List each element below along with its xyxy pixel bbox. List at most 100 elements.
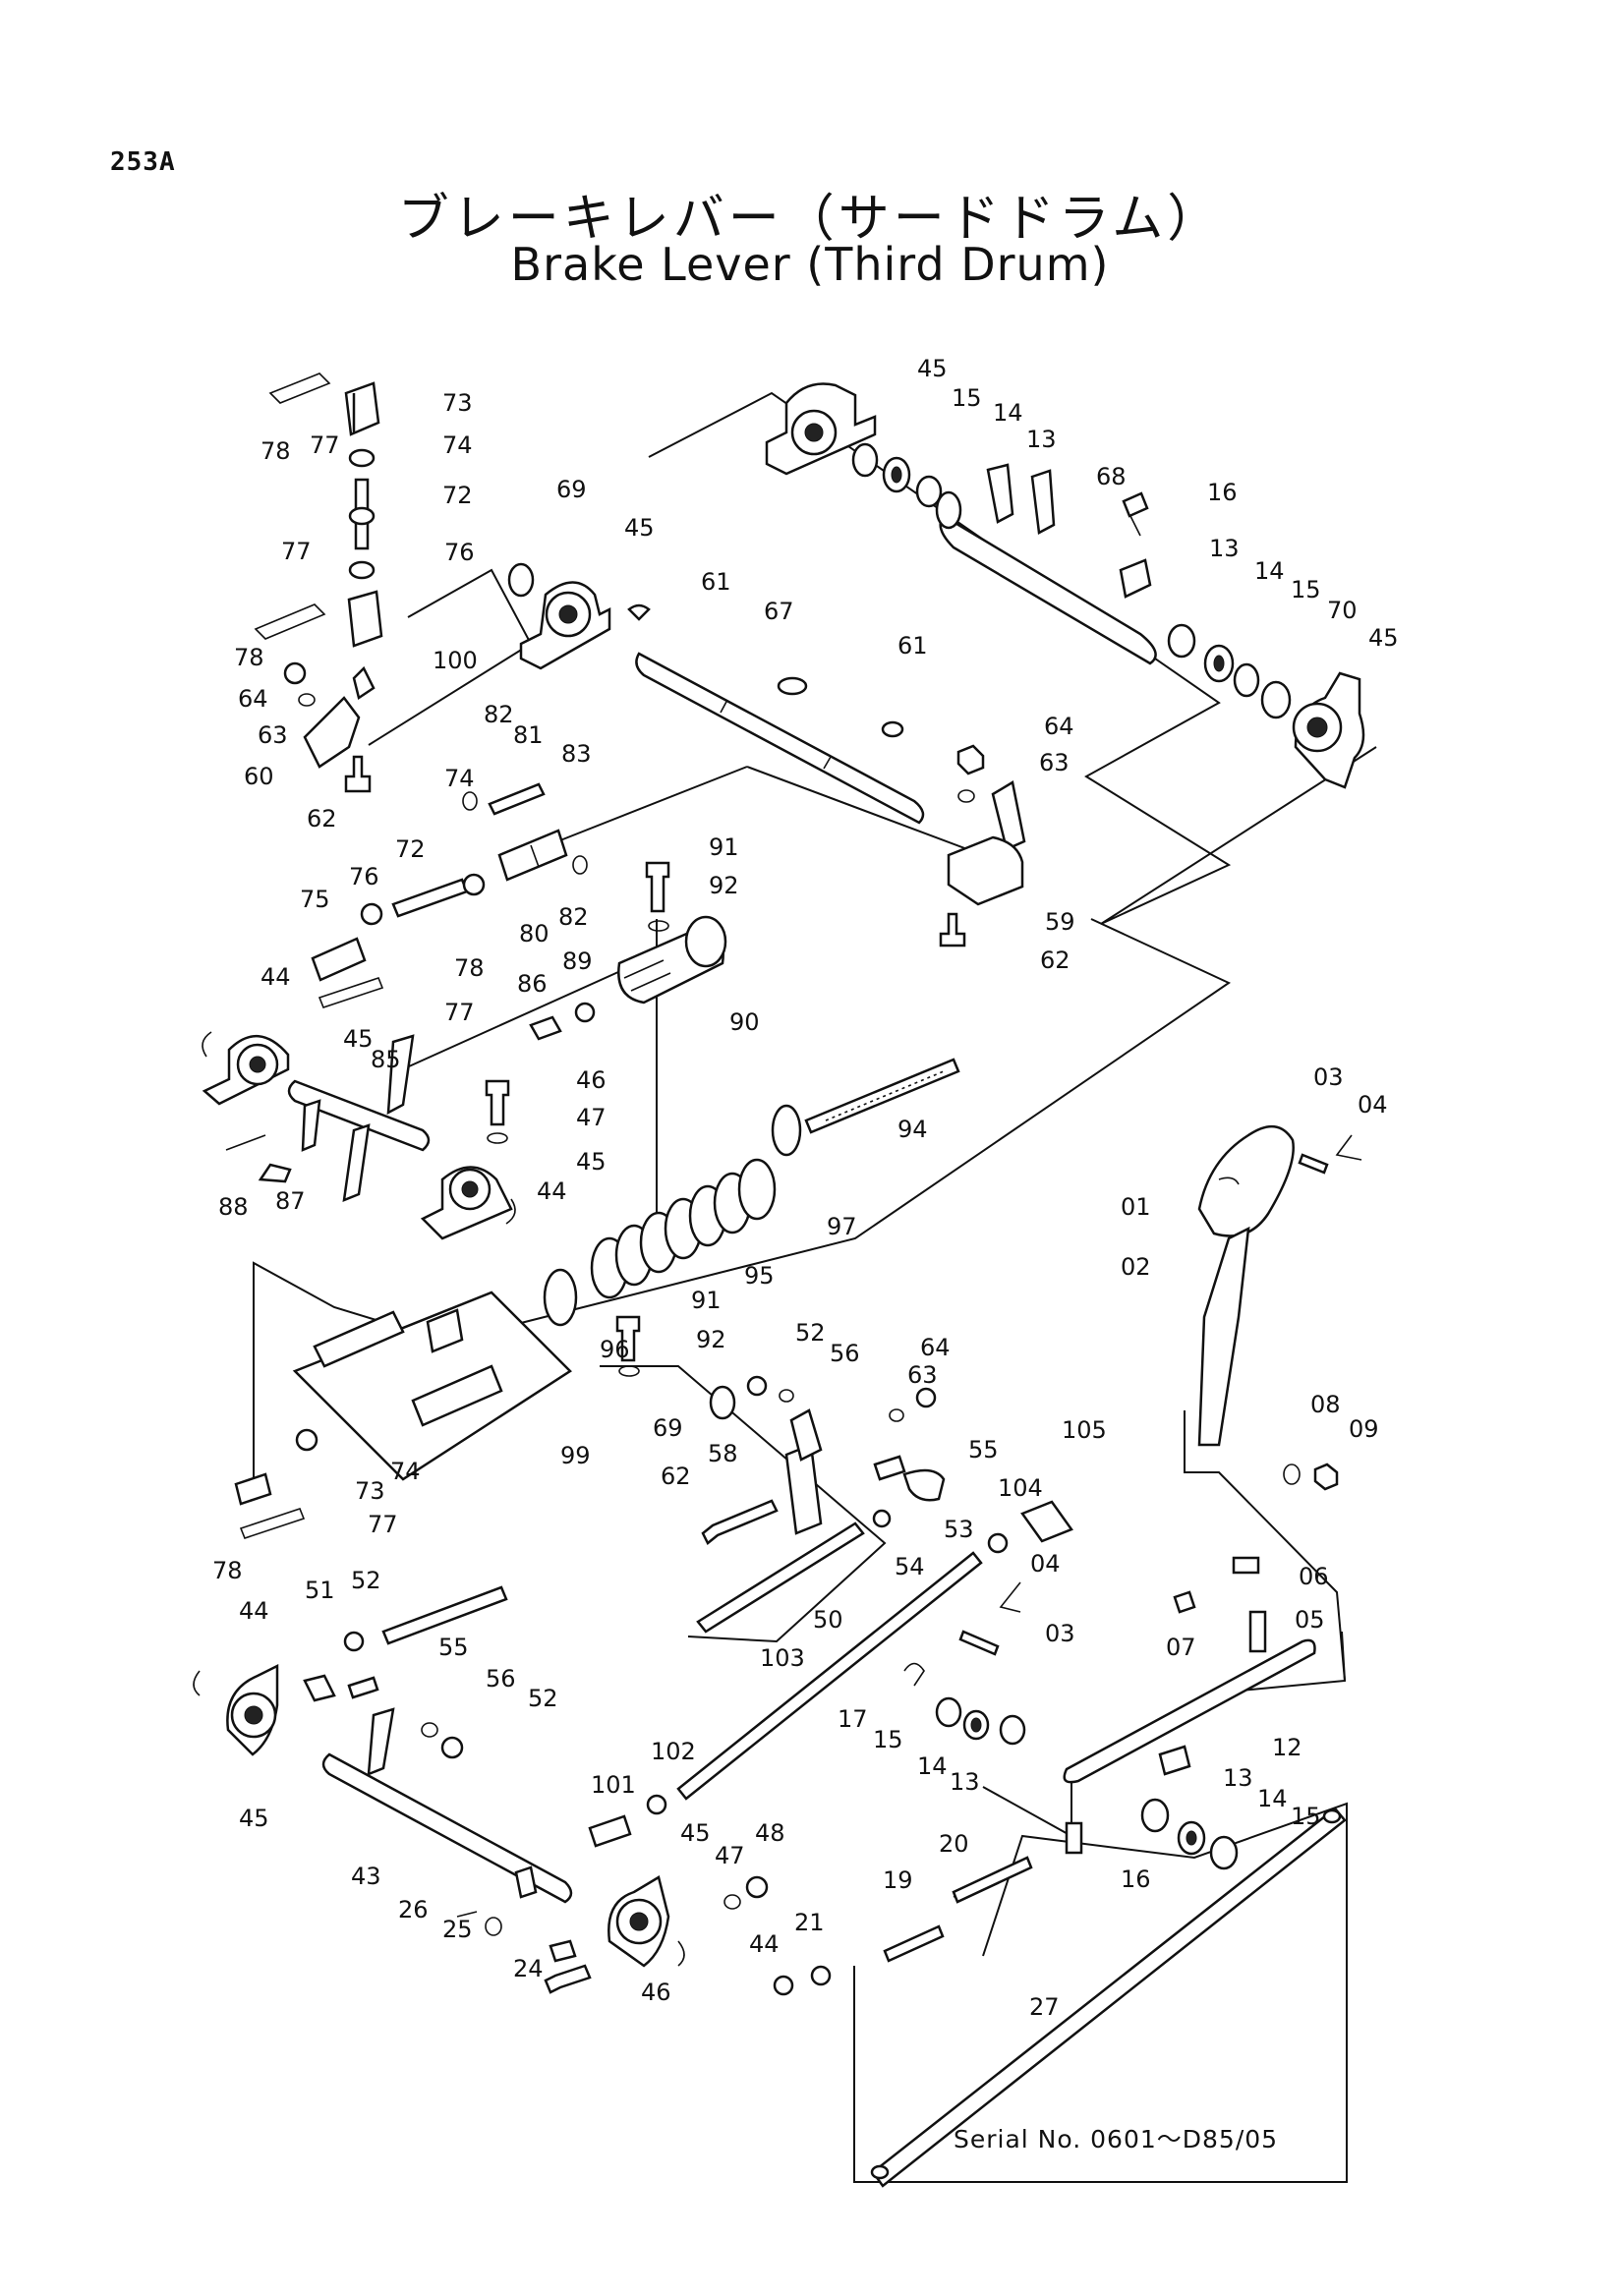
bracket-55-elbow-53-54 bbox=[872, 1455, 946, 1528]
part-label-85: 85 bbox=[371, 1046, 401, 1073]
part-label-52: 52 bbox=[795, 1319, 826, 1347]
part-label-27: 27 bbox=[1029, 1993, 1060, 2021]
clevis-80 bbox=[497, 829, 568, 882]
rod-72-top bbox=[348, 478, 376, 550]
nut-64-washer-63-center bbox=[889, 1387, 937, 1422]
washer-08-nut-09 bbox=[1283, 1463, 1339, 1491]
part-label-92: 92 bbox=[696, 1326, 726, 1353]
clevis-73-74-lower bbox=[234, 1428, 318, 1506]
part-label-89: 89 bbox=[562, 947, 593, 975]
spring-seat-96 bbox=[543, 1268, 578, 1327]
bearing-45-mid-left bbox=[202, 1031, 290, 1106]
part-label-03: 03 bbox=[1045, 1620, 1075, 1647]
part-label-46: 46 bbox=[576, 1066, 607, 1094]
bolt-91-top bbox=[645, 861, 670, 932]
clevis-75 bbox=[311, 937, 367, 982]
lever-59 bbox=[947, 780, 1026, 906]
pin-03-04-top bbox=[1298, 1134, 1362, 1175]
bearing-45-lower-left bbox=[193, 1663, 279, 1756]
part-label-45: 45 bbox=[917, 355, 948, 382]
part-label-62: 62 bbox=[661, 1463, 691, 1490]
washer-69-center bbox=[709, 1385, 736, 1420]
part-label-82: 82 bbox=[484, 701, 514, 728]
spring-95 bbox=[590, 1158, 777, 1299]
bolt-62-left bbox=[344, 755, 372, 793]
part-label-59: 59 bbox=[1045, 908, 1075, 936]
part-label-77: 77 bbox=[444, 999, 475, 1026]
cylinder-90 bbox=[617, 915, 727, 1004]
part-label-15: 15 bbox=[873, 1726, 903, 1753]
rod-72-mid bbox=[360, 873, 486, 926]
part-label-56: 56 bbox=[486, 1665, 516, 1693]
part-label-56: 56 bbox=[830, 1340, 860, 1367]
part-label-96: 96 bbox=[600, 1336, 630, 1363]
part-label-77: 77 bbox=[310, 431, 340, 459]
part-label-82: 82 bbox=[558, 903, 589, 931]
part-label-102: 102 bbox=[651, 1738, 696, 1765]
part-label-52: 52 bbox=[528, 1685, 558, 1712]
pins-77-78 bbox=[254, 373, 331, 640]
spring-19 bbox=[883, 1924, 945, 1963]
pedal-group-outline bbox=[1184, 1410, 1346, 1682]
nut-104-clevis-105 bbox=[987, 1500, 1073, 1554]
part-label-91: 91 bbox=[691, 1287, 722, 1314]
nut-74-top bbox=[348, 448, 376, 468]
part-label-09: 09 bbox=[1349, 1415, 1379, 1443]
part-label-45: 45 bbox=[624, 514, 655, 542]
part-label-104: 104 bbox=[998, 1474, 1043, 1502]
part-label-81: 81 bbox=[513, 721, 544, 749]
link-80-outline bbox=[559, 766, 748, 841]
title-japanese: ブレーキレバー（サードドラム） bbox=[397, 190, 1223, 249]
part-label-03: 03 bbox=[1313, 1063, 1344, 1091]
bolt-51-nut-52 bbox=[303, 1631, 365, 1702]
rod-27 bbox=[870, 1807, 1347, 2188]
part-label-67: 67 bbox=[764, 598, 794, 625]
part-label-16: 16 bbox=[1207, 479, 1238, 506]
part-label-16: 16 bbox=[1121, 1866, 1151, 1893]
part-label-44: 44 bbox=[749, 1930, 780, 1958]
part-label-74: 74 bbox=[442, 431, 473, 459]
part-label-44: 44 bbox=[239, 1597, 269, 1625]
bearing-45-right bbox=[1292, 671, 1365, 789]
part-label-13: 13 bbox=[1223, 1764, 1253, 1792]
part-label-44: 44 bbox=[260, 963, 291, 991]
part-label-55: 55 bbox=[438, 1634, 469, 1661]
bearing-rings-13-14-15-lower-right bbox=[1140, 1798, 1239, 1870]
part-label-91: 91 bbox=[709, 833, 739, 861]
part-label-45: 45 bbox=[343, 1025, 374, 1053]
part-label-99: 99 bbox=[560, 1442, 591, 1469]
part-label-95: 95 bbox=[744, 1262, 775, 1290]
part-label-08: 08 bbox=[1310, 1391, 1341, 1418]
spring-20 bbox=[952, 1856, 1033, 1904]
bearing-45-mid-right bbox=[420, 1166, 516, 1240]
part-label-62: 62 bbox=[1040, 947, 1070, 974]
part-label-17: 17 bbox=[838, 1705, 868, 1733]
page-code: 253A bbox=[110, 147, 176, 177]
bolt-16-top bbox=[1122, 491, 1149, 537]
part-label-61: 61 bbox=[701, 568, 731, 596]
part-label-15: 15 bbox=[1291, 1803, 1321, 1830]
part-label-01: 01 bbox=[1121, 1193, 1151, 1221]
part-label-78: 78 bbox=[212, 1557, 243, 1584]
pin-81-washers-82-83 bbox=[462, 782, 588, 875]
part-label-45: 45 bbox=[239, 1805, 269, 1832]
center-connection-outline bbox=[600, 1365, 887, 1643]
serial-number-note: Serial No. 0601～D85/05 bbox=[954, 2125, 1278, 2153]
part-label-51: 51 bbox=[305, 1577, 335, 1604]
part-label-48: 48 bbox=[755, 1819, 785, 1847]
part-label-77: 77 bbox=[368, 1511, 398, 1538]
part-label-21: 21 bbox=[794, 1909, 825, 1936]
part-label-04: 04 bbox=[1358, 1091, 1388, 1119]
lever-58 bbox=[784, 1408, 823, 1535]
part-label-14: 14 bbox=[993, 399, 1023, 427]
spring-seat-97 bbox=[771, 1104, 802, 1157]
pins-24-25-26 bbox=[456, 1911, 577, 1963]
part-label-94: 94 bbox=[897, 1116, 928, 1143]
part-label-64: 64 bbox=[238, 685, 268, 713]
pins-87-88 bbox=[225, 1134, 292, 1183]
part-label-47: 47 bbox=[576, 1104, 607, 1131]
nut-76-top bbox=[348, 560, 376, 580]
bolt-62-center bbox=[701, 1499, 779, 1545]
